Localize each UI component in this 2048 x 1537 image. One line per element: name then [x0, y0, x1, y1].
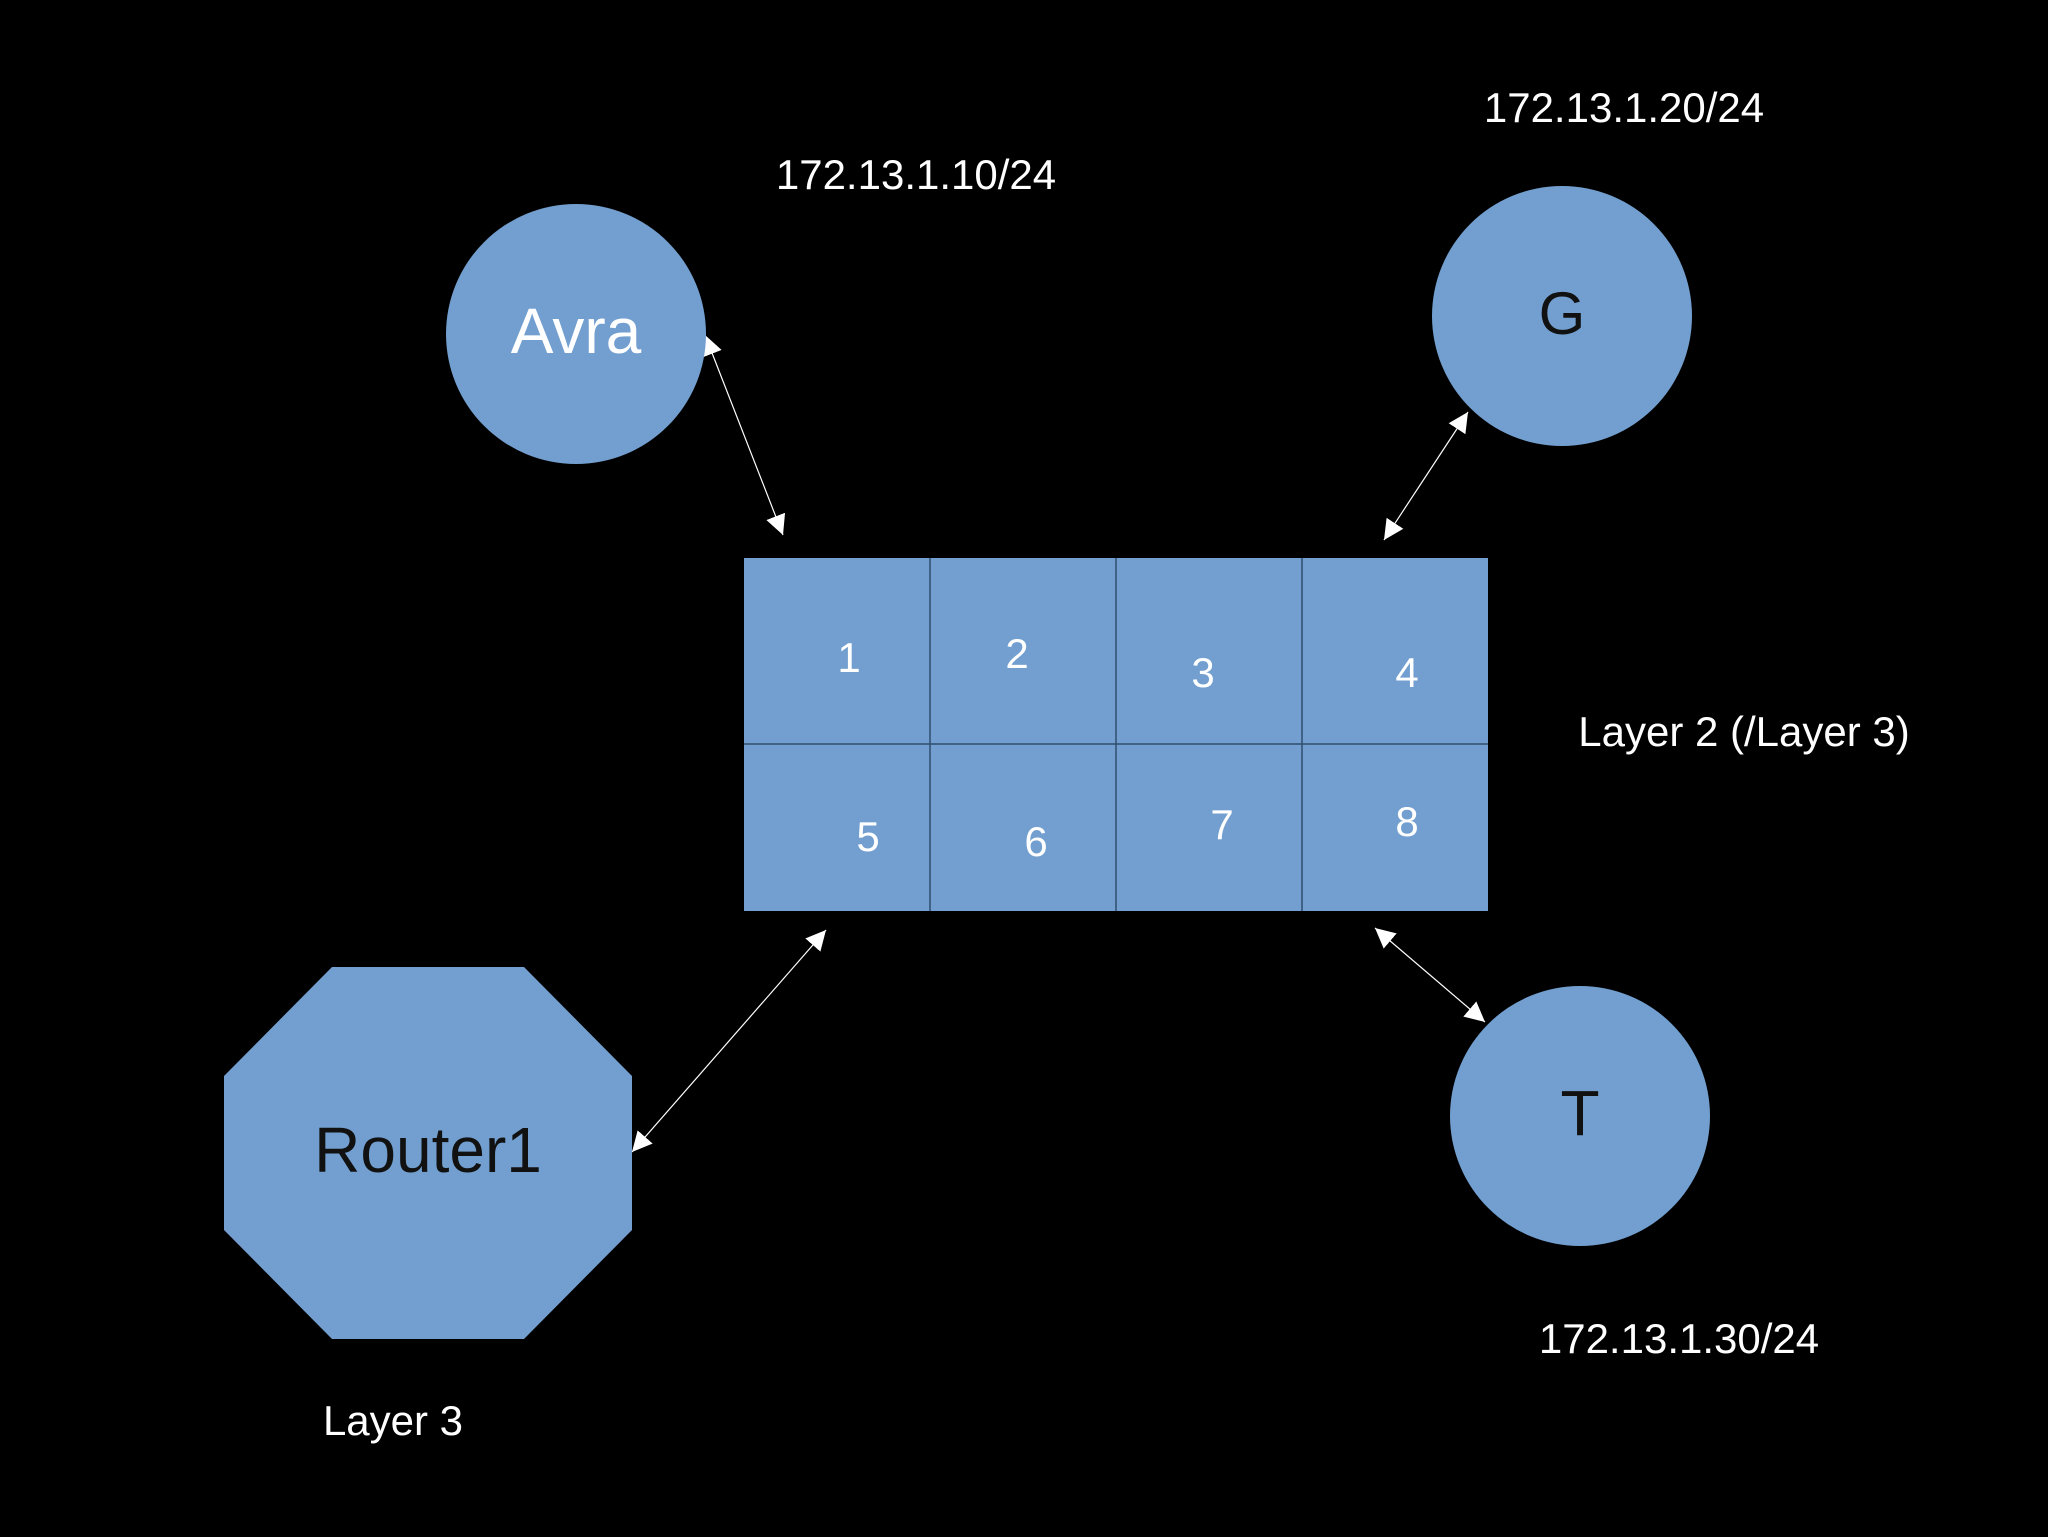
host-avra-label: Avra [511, 295, 642, 367]
router-layer-label: Layer 3 [323, 1397, 463, 1444]
host-avra-shape [446, 204, 706, 464]
link-router-switch [631, 929, 827, 1153]
host-avra[interactable]: Avra [446, 204, 706, 464]
switch-grid [744, 558, 1488, 911]
switch-layer-label: Layer 2 (/Layer 3) [1578, 708, 1910, 755]
host-avra-ip: 172.13.1.10/24 [776, 151, 1056, 198]
switch-port-7[interactable]: 7 [1210, 801, 1233, 848]
host-t[interactable]: T [1450, 986, 1710, 1246]
switch-port-2[interactable]: 2 [1005, 630, 1028, 677]
router-router1[interactable]: Router1 [224, 967, 632, 1339]
host-g-label: G [1539, 280, 1586, 347]
switch-port-5[interactable]: 5 [856, 813, 879, 860]
switch-ports: 1 2 3 4 5 6 7 8 [837, 630, 1418, 865]
host-t-label: T [1560, 1077, 1599, 1149]
switch-port-6[interactable]: 6 [1024, 818, 1047, 865]
router-router1-shape [224, 967, 632, 1339]
link-switch-t [1374, 927, 1486, 1023]
router-router1-label: Router1 [314, 1114, 542, 1186]
switch-port-8[interactable]: 8 [1395, 798, 1418, 845]
switch[interactable]: 1 2 3 4 5 6 7 8 [744, 558, 1488, 911]
host-g[interactable]: G [1432, 186, 1692, 446]
host-t-shape [1450, 986, 1710, 1246]
link-avra-switch [702, 334, 786, 536]
host-g-shape [1432, 186, 1692, 446]
switch-port-3[interactable]: 3 [1191, 649, 1214, 696]
host-t-ip: 172.13.1.30/24 [1539, 1315, 1819, 1362]
host-g-ip: 172.13.1.20/24 [1484, 84, 1764, 131]
connections [631, 334, 1486, 1153]
switch-port-1[interactable]: 1 [837, 634, 860, 681]
switch-port-4[interactable]: 4 [1395, 649, 1418, 696]
link-g-switch [1383, 411, 1469, 541]
